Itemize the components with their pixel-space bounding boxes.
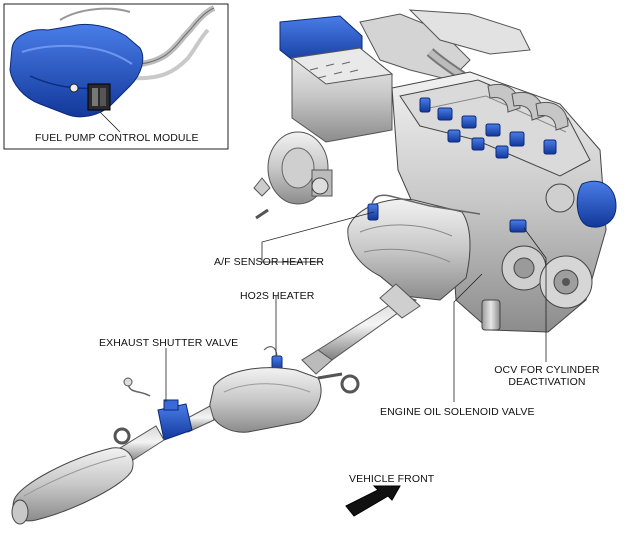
engine-oil-solenoid-valve-label: ENGINE OIL SOLENOID VALVE <box>380 406 535 418</box>
ocv-label-line1: OCV FOR CYLINDER <box>494 364 600 376</box>
ocv-cylinder-deactivation-label: OCV FOR CYLINDER DEACTIVATION <box>494 364 600 388</box>
fuel-pump-control-module-label: FUEL PUMP CONTROL MODULE <box>35 132 199 144</box>
vehicle-front-arrow <box>345 485 401 517</box>
exhaust-shutter-valve-label: EXHAUST SHUTTER VALVE <box>99 337 239 349</box>
ho2s-heater-label: HO2S HEATER <box>240 290 315 302</box>
ocv-label-line2: DEACTIVATION <box>508 376 586 388</box>
af-sensor-heater-label: A/F SENSOR HEATER <box>214 256 325 268</box>
engine-assembly <box>253 9 617 333</box>
exhaust-system <box>11 283 421 525</box>
fuel-tank-inset <box>3 3 229 150</box>
vehicle-front-label: VEHICLE FRONT <box>349 473 435 485</box>
leader-lines <box>165 211 547 402</box>
